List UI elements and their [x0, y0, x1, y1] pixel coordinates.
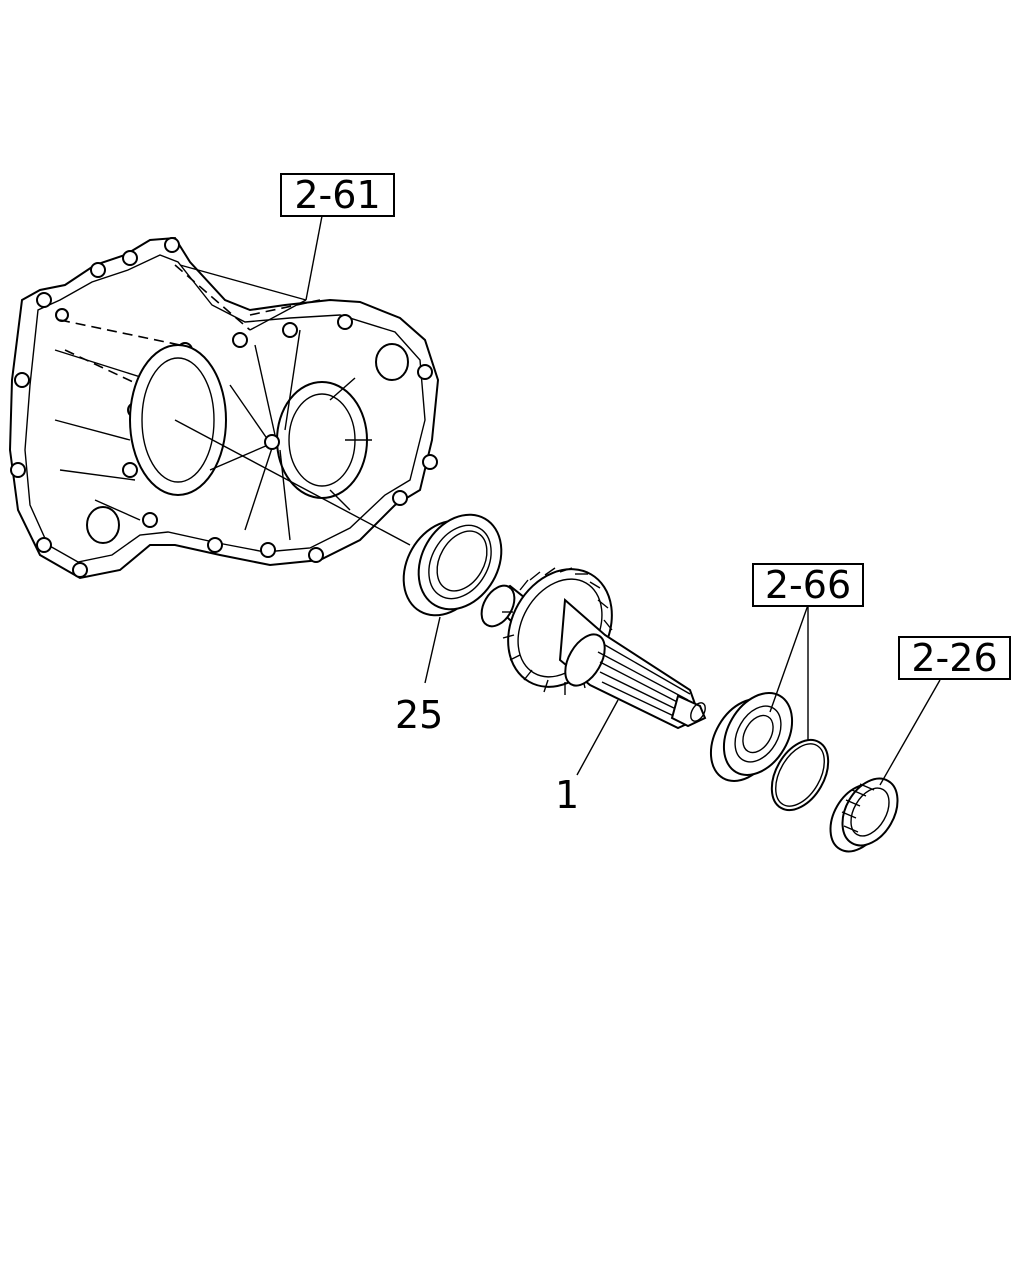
callout-2-66: 2-66 [752, 563, 864, 607]
callout-2-26: 2-26 [898, 636, 1011, 680]
callout-2-61: 2-61 [280, 173, 395, 217]
needle-bearing [829, 777, 899, 853]
oil-seal [402, 513, 503, 617]
snap-ring [770, 738, 830, 812]
transfer-case-housing [8, 236, 440, 580]
ball-bearing [709, 692, 794, 782]
callout-25: 25 [395, 693, 444, 737]
leader-lines [174, 215, 941, 786]
main-shaft-gear [480, 567, 707, 730]
callout-1: 1 [555, 773, 580, 817]
